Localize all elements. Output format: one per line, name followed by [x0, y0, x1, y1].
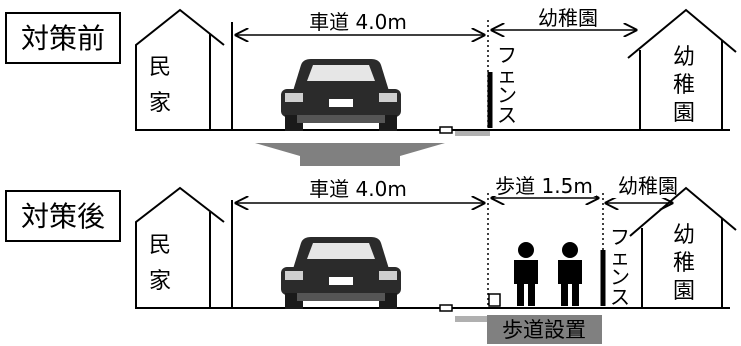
after-label-box — [5, 190, 121, 242]
after-kindergarten-span-label: 幼稚園 — [618, 174, 678, 198]
before-kindergarten-span-label: 幼稚園 — [538, 6, 598, 30]
after-pavement-mark — [455, 316, 490, 322]
after-kindergarten-building-label: 幼稚園 — [673, 223, 695, 304]
before-kindergarten-building — [627, 8, 737, 130]
after-sidewalk-curb — [488, 293, 501, 307]
before-section: 対策前 民 家 車道 4.0m フェンス 幼稚園 幼稚園 — [5, 6, 737, 136]
before-house-char-2: 家 — [149, 91, 171, 116]
sidewalk-install-box — [487, 315, 602, 344]
after-label: 対策後 — [21, 200, 105, 233]
after-house-char-2: 家 — [149, 269, 171, 294]
before-house-left — [135, 8, 225, 130]
before-road-label: 車道 4.0m — [309, 10, 407, 34]
after-house-char-1: 民 — [149, 233, 171, 258]
before-house-char-1: 民 — [149, 55, 171, 80]
before-curb — [439, 126, 453, 134]
before-fence-label: フェンス — [497, 43, 517, 127]
after-car — [281, 237, 401, 309]
before-label: 対策前 — [21, 22, 105, 55]
after-section: 対策後 民 家 車道 4.0m 歩道 1.5m — [5, 174, 737, 344]
before-kindergarten-building-label: 幼稚園 — [673, 45, 695, 126]
pedestrian-2 — [558, 242, 582, 306]
after-fence-label: フェンス — [610, 225, 630, 309]
before-pavement-mark — [455, 131, 490, 136]
before-label-box — [5, 12, 121, 64]
after-sidewalk-label: 歩道 1.5m — [495, 174, 593, 198]
pedestrian-1 — [514, 242, 538, 306]
after-kindergarten-building — [629, 186, 737, 308]
transition-arrow — [255, 143, 445, 166]
after-house-left — [135, 186, 225, 308]
sidewalk-install-label: 歩道設置 — [502, 318, 586, 342]
after-road-label: 車道 4.0m — [309, 177, 407, 201]
after-curb — [439, 304, 453, 312]
before-car — [281, 59, 401, 131]
